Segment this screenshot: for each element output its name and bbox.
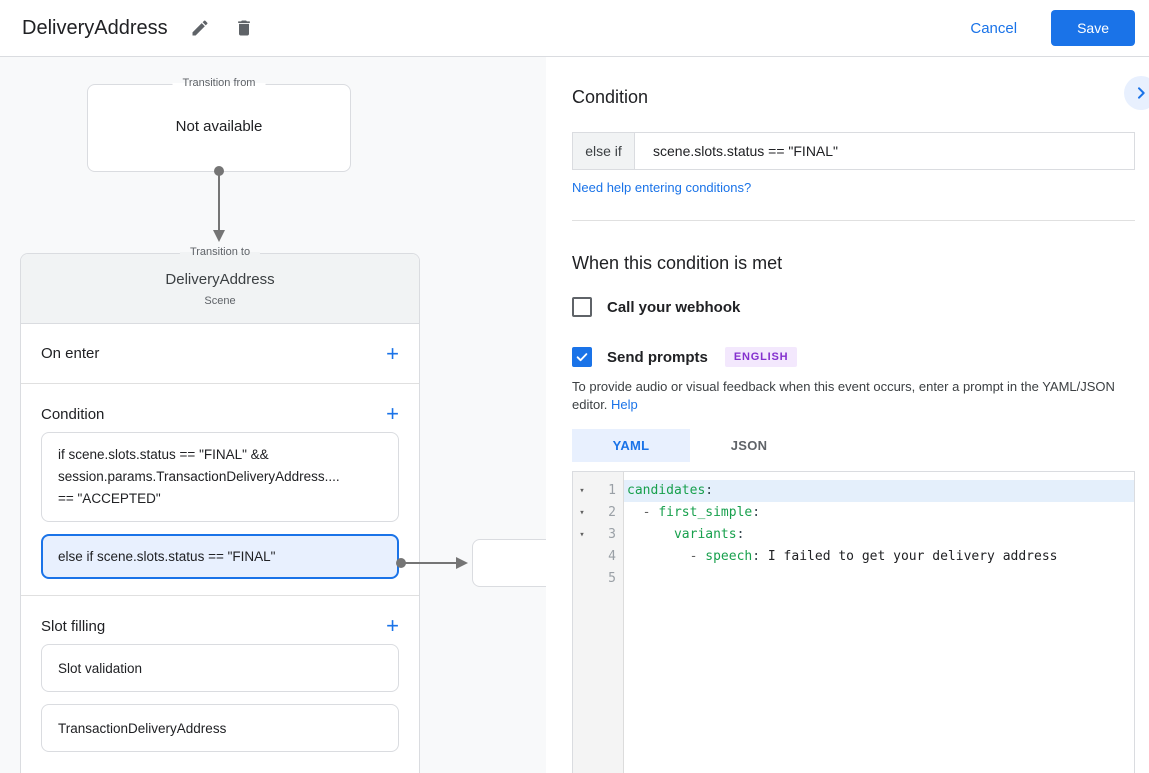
gutter-cell: ▾2 — [573, 502, 624, 524]
condition-input-row: else if scene.slots.status == "FINAL" — [572, 132, 1135, 170]
condition-section: Condition + if scene.slots.status == "FI… — [21, 384, 419, 596]
add-condition-button[interactable]: + — [386, 401, 399, 426]
language-badge: ENGLISH — [724, 347, 798, 367]
top-bar: DeliveryAddress Cancel Save — [0, 0, 1149, 57]
scene-type-label: Scene — [204, 295, 236, 307]
chevron-right-icon — [1133, 85, 1149, 101]
code-line-content[interactable]: - speech: I failed to get your delivery … — [689, 549, 1058, 564]
condition-item-if[interactable]: if scene.slots.status == "FINAL" && sess… — [41, 432, 399, 522]
code-line-content[interactable]: candidates: — [624, 480, 1134, 502]
add-slot-button[interactable]: + — [386, 613, 399, 638]
scene-diagram: Transition from Not available Transition… — [0, 57, 558, 773]
editor-tabs: YAML JSON — [572, 429, 1135, 462]
page-title: DeliveryAddress — [22, 16, 168, 39]
condition-operator-label: else if — [573, 133, 635, 169]
delete-scene-button[interactable] — [232, 16, 256, 40]
fold-arrow-icon[interactable]: ▾ — [579, 508, 585, 518]
condition-section-label: Condition — [41, 405, 105, 423]
transition-from-box[interactable]: Transition from Not available — [87, 77, 351, 172]
down-arrow-connector — [213, 166, 225, 242]
slot-filling-section: Slot filling + Slot validation Transacti… — [21, 596, 419, 752]
panel-divider — [572, 220, 1135, 221]
gutter-cell: 4 — [573, 546, 624, 568]
gutter-cell: ▾3 — [573, 524, 624, 546]
transition-to-card: Transition to DeliveryAddress Scene On e… — [20, 246, 420, 773]
pencil-icon — [190, 18, 210, 38]
code-line: 4 - speech: I failed to get your deliver… — [573, 546, 1134, 568]
cancel-button[interactable]: Cancel — [970, 19, 1018, 37]
add-on-enter-button[interactable]: + — [386, 340, 399, 366]
slot-validation-item[interactable]: Slot validation — [41, 644, 399, 692]
checkmark-icon — [575, 350, 589, 364]
transition-from-content: Not available — [175, 118, 263, 135]
call-webhook-label: Call your webhook — [607, 298, 741, 316]
line-number: 1 — [608, 483, 616, 498]
line-number: 2 — [608, 505, 616, 520]
transition-to-legend: Transition to — [179, 246, 261, 258]
scene-name: DeliveryAddress — [165, 271, 275, 288]
fold-arrow-icon[interactable]: ▾ — [579, 486, 585, 496]
call-webhook-checkbox[interactable] — [572, 297, 592, 317]
slot-filling-label: Slot filling — [41, 617, 106, 635]
send-prompts-label: Send prompts — [607, 348, 708, 366]
condition-panel-title: Condition — [572, 87, 649, 107]
help-link[interactable]: Help — [611, 397, 638, 412]
when-met-title: When this condition is met — [572, 253, 783, 273]
send-prompts-checkbox[interactable] — [572, 347, 592, 367]
transition-target-box[interactable] — [472, 539, 558, 587]
tab-yaml[interactable]: YAML — [572, 429, 690, 462]
slot-transaction-delivery-address-item[interactable]: TransactionDeliveryAddress — [41, 704, 399, 752]
code-line-content[interactable]: variants: — [673, 527, 745, 542]
condition-editor-panel: Condition else if scene.slots.status == … — [546, 57, 1149, 773]
code-line: 5 — [573, 568, 1134, 590]
save-button[interactable]: Save — [1051, 10, 1135, 46]
trash-icon — [234, 18, 254, 38]
code-line: ▾2 - first_simple: — [573, 502, 1134, 524]
gutter-cell: 5 — [573, 568, 624, 590]
line-number: 3 — [608, 527, 616, 542]
transition-from-legend: Transition from — [172, 77, 266, 89]
main-area: Transition from Not available Transition… — [0, 57, 1149, 773]
send-prompts-row: Send prompts ENGLISH — [572, 347, 1135, 367]
scene-card-header[interactable]: DeliveryAddress Scene — [21, 254, 419, 324]
tab-json[interactable]: JSON — [690, 429, 808, 462]
condition-item-elseif-selected[interactable]: else if scene.slots.status == "FINAL" — [41, 534, 399, 579]
code-line-content[interactable] — [624, 568, 1134, 590]
on-enter-label: On enter — [41, 345, 100, 362]
line-number: 5 — [608, 571, 616, 586]
code-line-content[interactable]: - first_simple: — [642, 505, 761, 520]
collapse-panel-button[interactable] — [1124, 76, 1149, 110]
prompt-description: To provide audio or visual feedback when… — [572, 379, 1115, 412]
line-number: 4 — [608, 549, 616, 564]
edit-scene-button[interactable] — [188, 16, 212, 40]
condition-expression-input[interactable]: scene.slots.status == "FINAL" — [653, 143, 839, 159]
condition-help-link[interactable]: Need help entering conditions? — [572, 180, 752, 195]
webhook-row: Call your webhook — [572, 297, 1135, 317]
gutter-cell: ▾1 — [573, 480, 624, 502]
on-enter-section: On enter + — [21, 324, 419, 384]
code-line: ▾3 variants: — [573, 524, 1134, 546]
fold-arrow-icon[interactable]: ▾ — [579, 530, 585, 540]
